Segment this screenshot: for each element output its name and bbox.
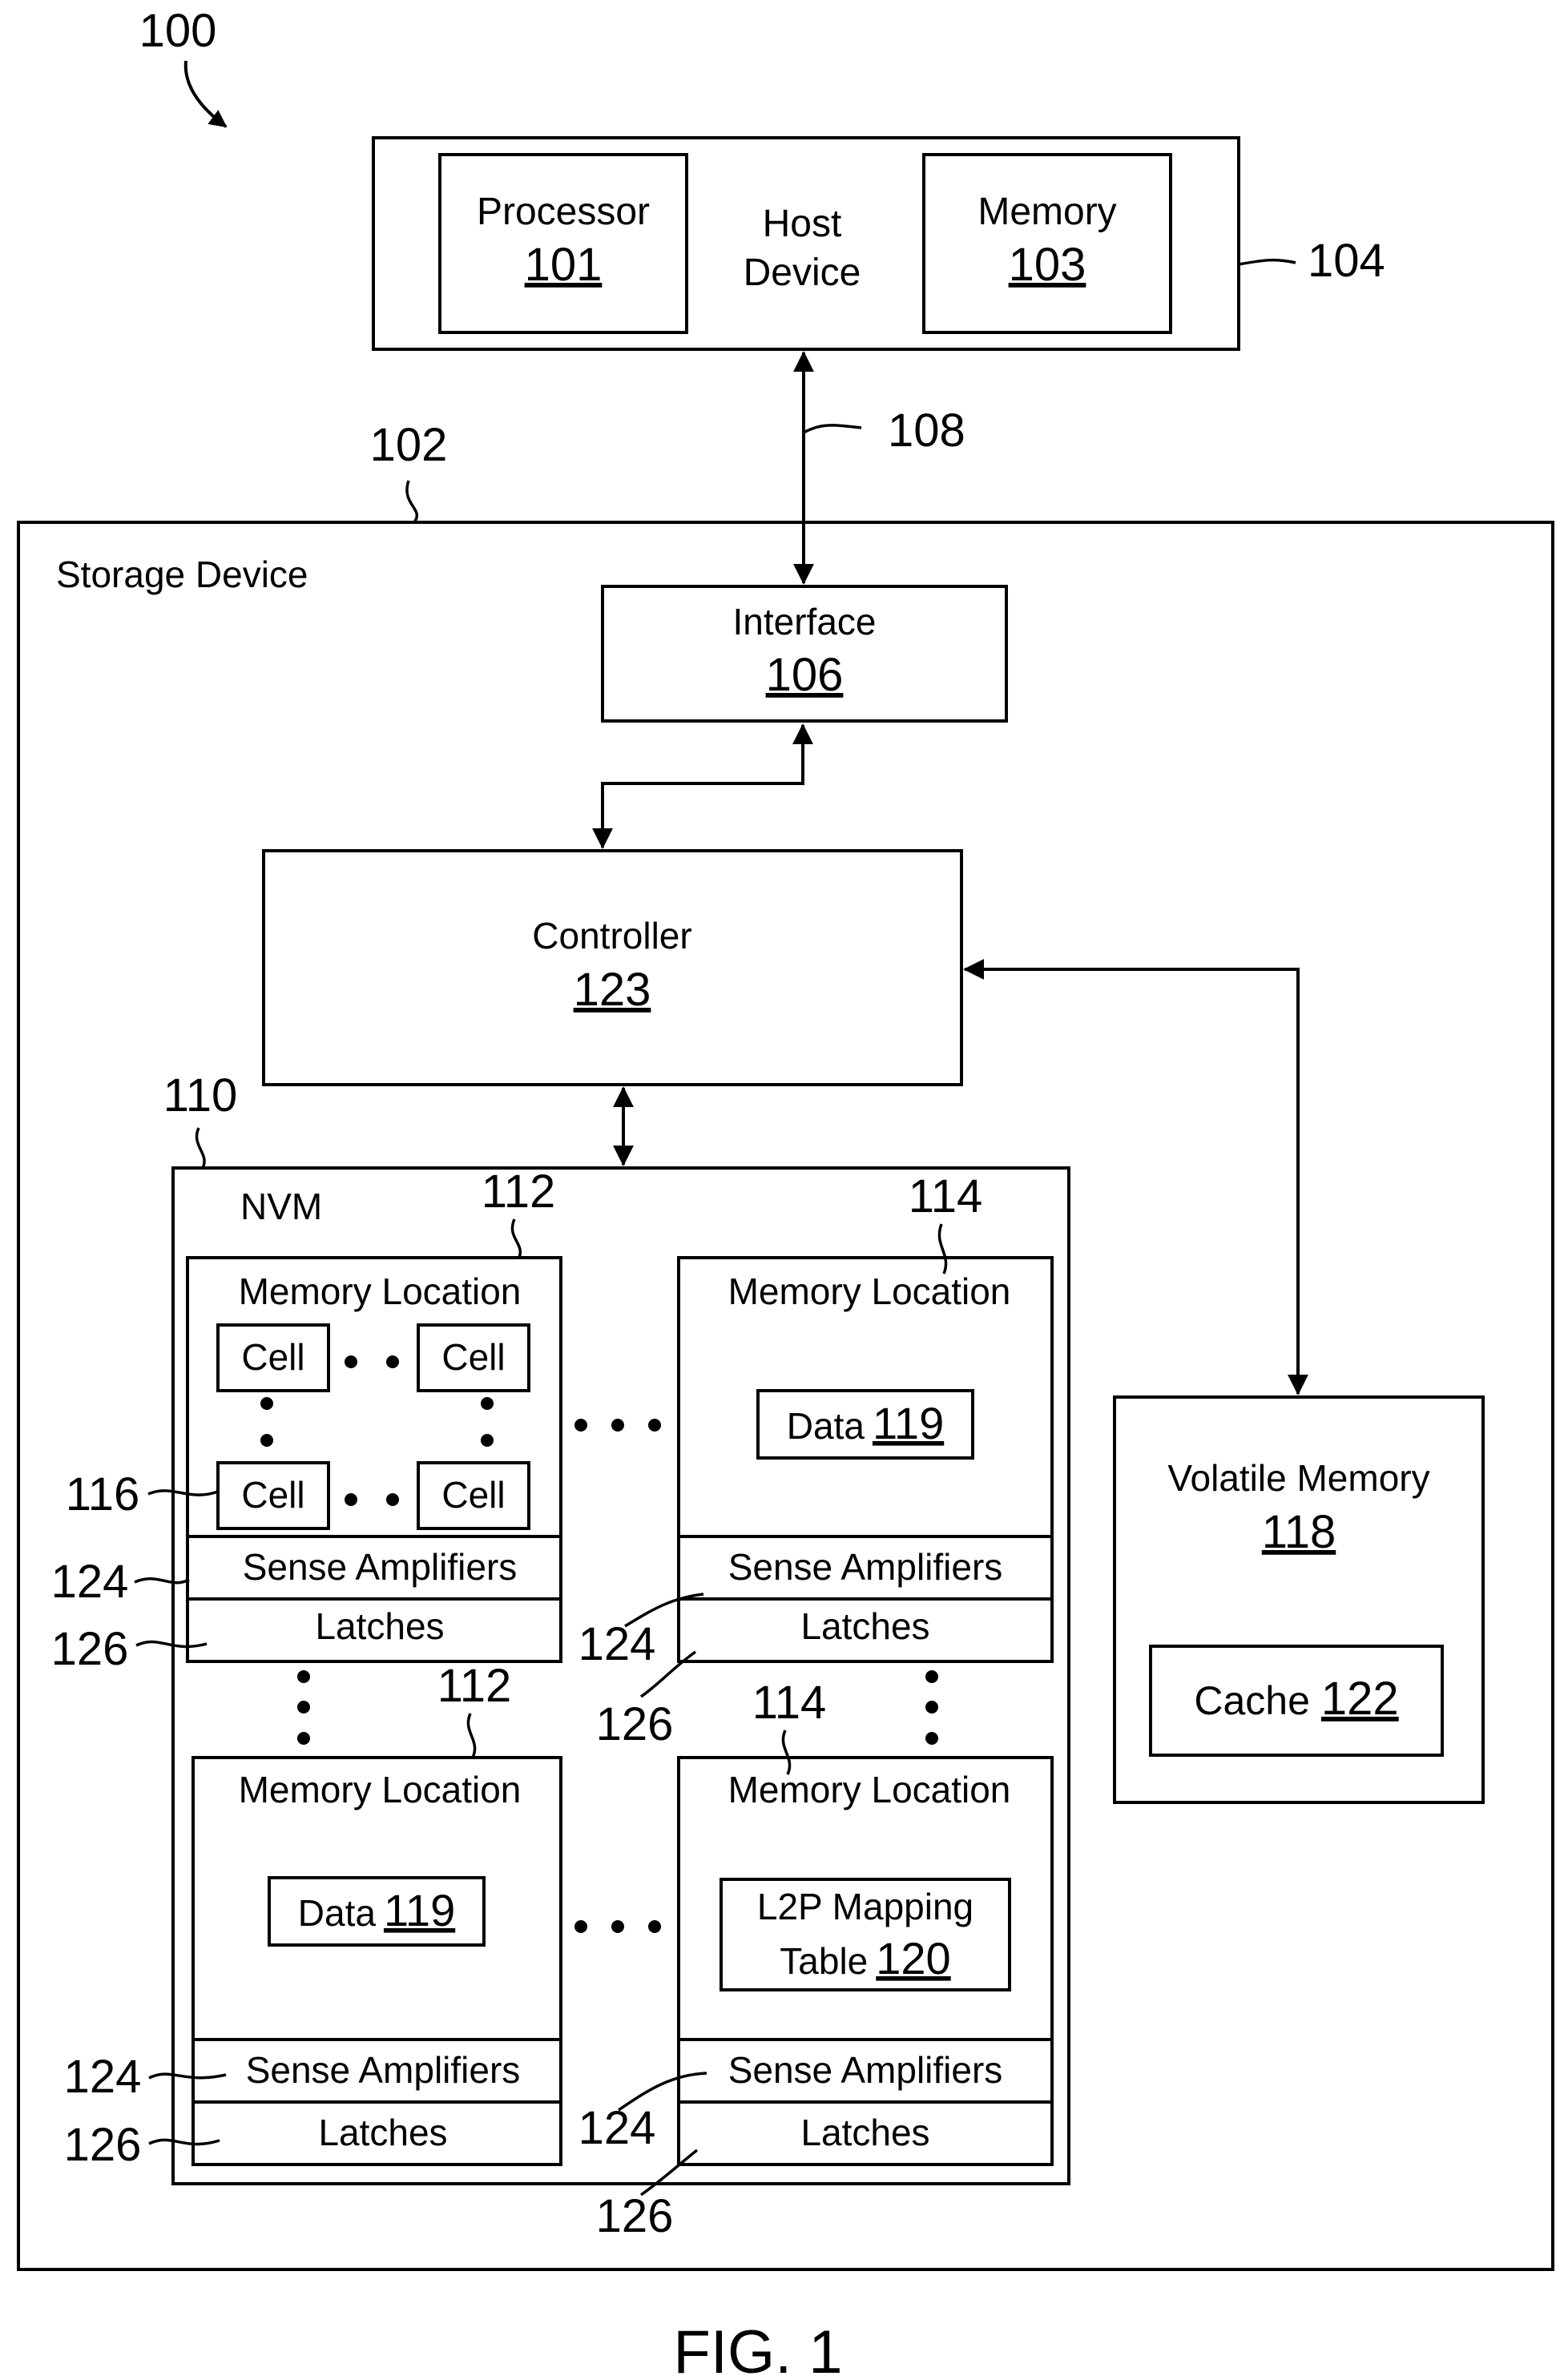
cell-label: Cell: [241, 1336, 304, 1378]
sense-amplifiers-label: Sense Amplifiers: [243, 1546, 518, 1588]
host-device-label-line1: Host: [763, 203, 842, 245]
latches-ref-label: 126: [596, 1698, 674, 1750]
loc-ref-label: 114: [909, 1170, 982, 1222]
processor-ref: 101: [525, 239, 603, 291]
cell-label: Cell: [441, 1336, 505, 1378]
sense-ref-leader: [135, 1579, 189, 1583]
loc-ref-leader: [468, 1714, 474, 1758]
loc-ref-label: 114: [752, 1677, 826, 1729]
sense-ref-label: 124: [578, 2102, 656, 2154]
host-device-label-line2: Device: [744, 252, 861, 294]
sense-ref-label: 124: [51, 1556, 129, 1608]
storage-ref-leader: [407, 481, 417, 522]
loc-ref-leader: [512, 1219, 520, 1258]
sense-amplifiers-label: Sense Amplifiers: [728, 2049, 1003, 2091]
volatile-memory-label: Volatile Memory: [1167, 1457, 1429, 1499]
loc-ref-label: 112: [437, 1660, 511, 1712]
cell-label: Cell: [441, 1474, 505, 1516]
latches-ref-leader: [641, 2150, 697, 2195]
latches-ref-label: 126: [596, 2190, 674, 2242]
cell-label: Cell: [241, 1474, 304, 1516]
interface-label: Interface: [733, 601, 877, 642]
sense-amplifiers-label: Sense Amplifiers: [728, 1546, 1003, 1588]
bus-ref-leader: [804, 425, 861, 433]
processor-label: Processor: [477, 191, 650, 233]
memory-location-label: Memory Location: [728, 1769, 1011, 1810]
nvm-label: NVM: [240, 1186, 322, 1227]
sense-ref-label: 124: [578, 1618, 656, 1670]
memory-location-top-left: [187, 1258, 561, 1661]
cache-label: Cache122: [1194, 1673, 1398, 1725]
nvm-ref-leader: [197, 1128, 205, 1168]
figure-caption: FIG. 1: [673, 2318, 842, 2380]
l2p-label-line2: Table120: [780, 1933, 950, 1983]
memory-location-label: Memory Location: [239, 1769, 522, 1810]
nvm-ref-label: 110: [163, 1069, 237, 1122]
memory-location-label: Memory Location: [728, 1271, 1011, 1312]
l2p-ref: 120: [876, 1933, 950, 1983]
data-ref: 119: [384, 1885, 455, 1935]
latches-ref-label: 126: [64, 2119, 142, 2171]
controller-ref: 123: [574, 964, 651, 1016]
host-memory-ref: 103: [1009, 239, 1086, 291]
sense-ref-label: 124: [64, 2051, 142, 2103]
interface-ref: 106: [766, 649, 844, 701]
loc-ref-label: 112: [482, 1166, 555, 1218]
cache-label-text: Cache: [1194, 1678, 1310, 1723]
latches-label: Latches: [315, 1605, 444, 1647]
host-ref-leader: [1239, 260, 1296, 264]
controller-label: Controller: [532, 915, 691, 956]
sense-amplifiers-label: Sense Amplifiers: [246, 2049, 521, 2091]
host-ref-label: 104: [1308, 235, 1385, 287]
l2p-label-table: Table: [780, 1940, 868, 1982]
data-label-text: Data: [787, 1405, 865, 1447]
latches-label: Latches: [800, 2112, 929, 2153]
memory-location-label: Memory Location: [239, 1271, 522, 1312]
latches-ref-label: 126: [51, 1623, 129, 1675]
interface-controller-arrow: [603, 725, 803, 848]
latches-label: Latches: [318, 2112, 447, 2153]
volatile-memory-ref: 118: [1262, 1506, 1336, 1558]
data-label-text: Data: [298, 1892, 377, 1934]
figure-ref-arrow: [186, 61, 226, 127]
bus-ref-label: 108: [888, 405, 965, 457]
storage-device-label: Storage Device: [56, 554, 308, 595]
latches-label: Latches: [800, 1605, 929, 1647]
cell-ref-label: 116: [66, 1468, 139, 1520]
host-memory-label: Memory: [978, 191, 1116, 233]
l2p-label-line1: L2P Mapping: [757, 1886, 973, 1927]
storage-ref-label: 102: [370, 419, 448, 471]
cache-ref: 122: [1321, 1673, 1399, 1725]
figure-ref-label: 100: [139, 5, 217, 57]
data-ref: 119: [873, 1398, 944, 1448]
